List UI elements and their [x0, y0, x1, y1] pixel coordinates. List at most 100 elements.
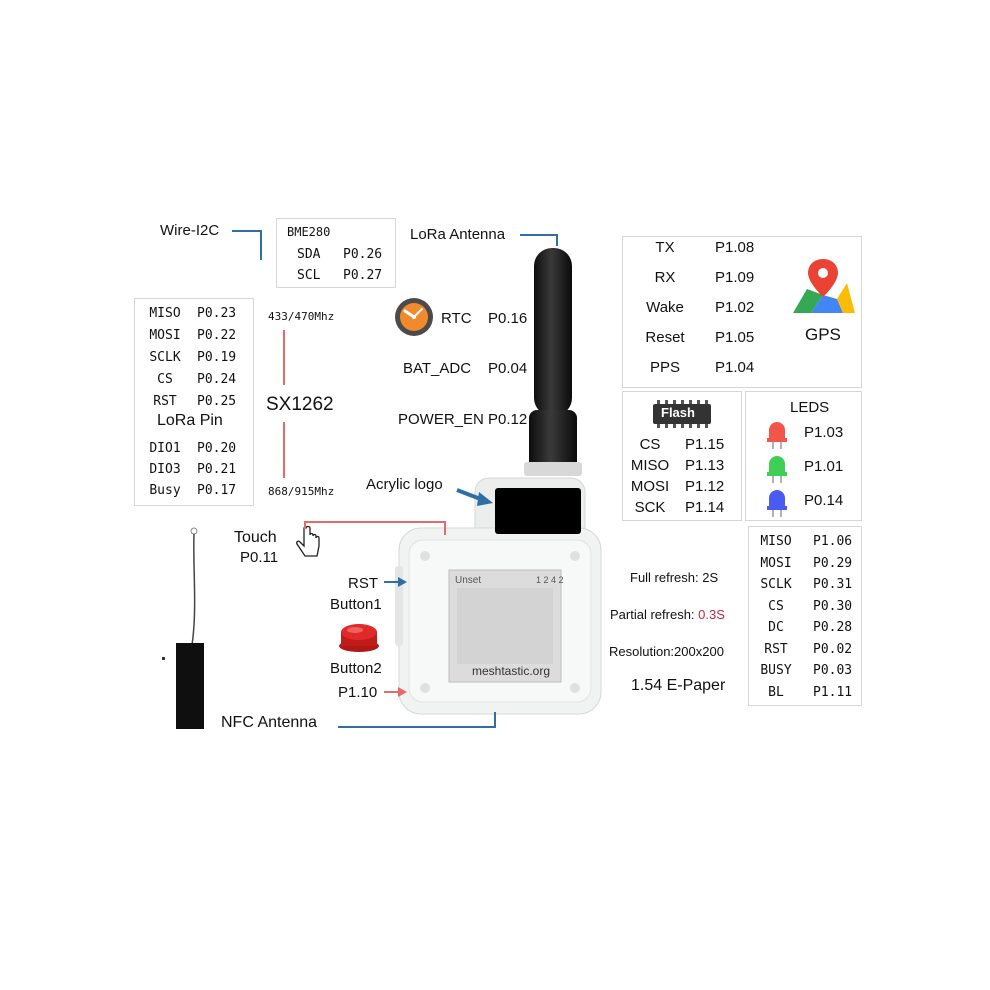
- epaper-signal-name: SCLK: [760, 577, 792, 592]
- flash-title: Flash: [661, 405, 695, 420]
- gps-pin-value: P1.04: [715, 359, 755, 376]
- acrylic-logo-arrow: [456, 488, 493, 506]
- flash-pin-value: P1.14: [685, 499, 725, 516]
- gps-signal-name: TX: [655, 239, 675, 256]
- sx1262-freq-high: 868/915Mhz: [268, 485, 335, 498]
- chip-icon: [653, 400, 711, 428]
- map-pin-icon: [793, 259, 855, 313]
- touch-connector: [304, 521, 446, 523]
- button1-label: Button1: [330, 596, 382, 613]
- button2-label: Button2: [330, 660, 382, 677]
- epaper-title: 1.54 E-Paper: [631, 677, 726, 694]
- lora-pin-signal-name: CS: [157, 372, 173, 387]
- lora-pin-signal-name: DIO3: [149, 462, 181, 477]
- lora-pin-pin-value: P0.21: [197, 462, 237, 477]
- led-pin-value: P0.14: [804, 492, 844, 509]
- epaper-pin-value: P0.30: [813, 598, 853, 614]
- led-pin-value: P1.03: [804, 424, 844, 441]
- led-bulb-icon: [767, 456, 787, 483]
- button2-arrow: [384, 687, 407, 697]
- touch-pin: P0.11: [240, 549, 279, 566]
- bme280-scl-pin: P0.27: [343, 268, 383, 283]
- epaper-pin-value: P0.29: [813, 555, 853, 571]
- clock-icon: [395, 298, 433, 336]
- lora-pin-row: DIO3 P0.21: [143, 462, 236, 477]
- epaper-pin-value: P1.11: [813, 684, 853, 700]
- bme280-sda-name: SDA: [297, 247, 321, 262]
- power-en-pin: P0.12: [488, 411, 528, 428]
- sx1262-line-top: [283, 330, 285, 385]
- epaper-row: MISO P1.06: [751, 534, 852, 549]
- lora-pin-signal-name: SCLK: [149, 350, 181, 365]
- flash-signal-name: CS: [639, 436, 661, 453]
- epaper-signal-name: MISO: [760, 534, 792, 549]
- acrylic-logo-window: [495, 488, 581, 534]
- button2-pin: P1.10: [338, 684, 378, 701]
- sx1262-chip-label: SX1262: [266, 394, 334, 415]
- flash-pin-value: P1.12: [685, 478, 725, 495]
- screen-text: meshtastic.org: [472, 664, 551, 678]
- gps-row: PPS P1.04: [631, 359, 754, 376]
- screen-status-right: 1 2 4 2: [536, 575, 564, 585]
- gps-signal-name: Wake: [646, 299, 684, 316]
- gps-pin-value: P1.02: [715, 299, 755, 316]
- lora-pin-signal-name: MOSI: [149, 328, 181, 343]
- epaper-pin-value: P0.31: [813, 577, 853, 592]
- epaper-row: SCLK P0.31: [751, 577, 852, 592]
- bme280-box: BME280 SDA P0.26 SCL P0.27: [276, 218, 396, 288]
- epaper-row: BL P1.11: [751, 685, 852, 700]
- led-bulb-icon: [767, 422, 787, 449]
- gps-pin-value: P1.08: [715, 239, 755, 256]
- flash-pin-value: P1.15: [685, 436, 725, 453]
- red-button-icon: [339, 624, 379, 652]
- led-bulb-icon: [767, 490, 787, 517]
- partial-refresh-text: Partial refresh:: [610, 607, 699, 622]
- epaper-signal-name: BL: [768, 684, 784, 700]
- epaper-signal-name: DC: [768, 620, 784, 635]
- gps-row: TX P1.08: [631, 239, 754, 256]
- nfc-connector: [338, 726, 496, 728]
- wire-i2c-connector-v: [260, 230, 262, 260]
- epaper-row: RST P0.02: [751, 642, 852, 657]
- epaper-signal-name: CS: [768, 598, 784, 614]
- lora-antenna-label: LoRa Antenna: [410, 226, 506, 243]
- bme280-scl-name: SCL: [297, 268, 321, 283]
- epaper-pin-value: P1.06: [813, 534, 853, 549]
- epaper-pin-value: P0.28: [813, 620, 853, 635]
- gps-signal-name: PPS: [649, 359, 680, 376]
- flash-signal-name: SCK: [634, 499, 666, 516]
- bme280-title: BME280: [287, 225, 331, 239]
- touch-label: Touch: [234, 529, 277, 546]
- epaper-pin-value: P0.02: [813, 641, 853, 657]
- gps-pin-value: P1.05: [715, 329, 755, 346]
- device-body: [395, 477, 602, 715]
- rst-arrow: [384, 577, 407, 587]
- lora-pin-signal-name: MISO: [149, 306, 181, 321]
- led-pin-value: P1.01: [804, 458, 844, 475]
- gps-row: Wake P1.02: [631, 299, 754, 316]
- lora-pin-pin-value: P0.19: [197, 350, 237, 365]
- bat-adc-label: BAT_ADC: [403, 360, 472, 377]
- epaper-signal-name: RST: [764, 641, 788, 657]
- bat-adc-pin: P0.04: [488, 360, 528, 377]
- lora-pin-pin-value: P0.23: [197, 306, 237, 321]
- sx1262-line-bottom: [283, 422, 285, 478]
- flash-signal-name: MISO: [630, 457, 670, 474]
- touch-connector-v1: [304, 521, 306, 529]
- sx1262-freq-low: 433/470Mhz: [268, 310, 335, 323]
- resolution-label: Resolution:200x200: [609, 644, 724, 659]
- lora-antenna-connector: [520, 234, 558, 236]
- rtc-label: RTC: [441, 310, 472, 327]
- lora-pin-pin-value: P0.20: [197, 441, 237, 456]
- flash-row: SCK P1.14: [627, 499, 725, 516]
